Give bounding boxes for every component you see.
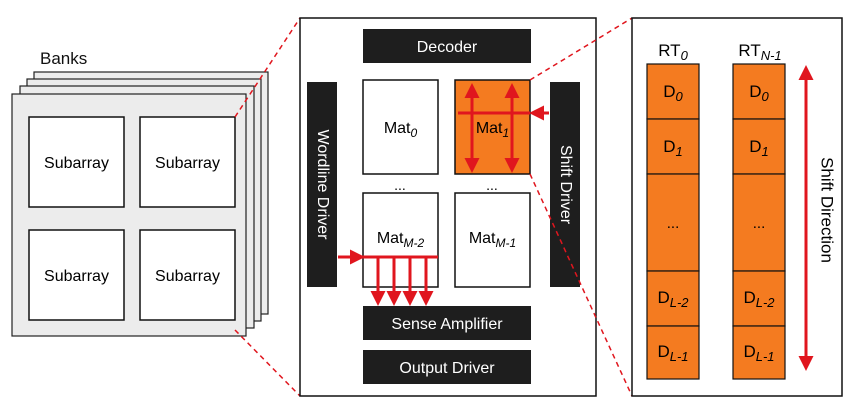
wordline-driver-label: Wordline Driver — [314, 130, 331, 241]
mat-0-base: Mat — [384, 120, 411, 137]
sense-amplifier-block — [363, 306, 531, 340]
subarray-label-1: Subarray — [44, 155, 109, 172]
rt-0-domain-l-2 — [646, 270, 700, 327]
rt-n-1-d1-label: D1 — [749, 137, 769, 159]
rt-n-1-dl2-label: DL-2 — [743, 288, 775, 310]
rt-n-1-dl2-base: D — [743, 288, 755, 307]
rt-n-1-d0-base: D — [749, 82, 761, 101]
subarray-box-1 — [28, 116, 125, 208]
mat-m-2-sub: M-2 — [404, 236, 425, 250]
zoom-line-bottom-right — [529, 173, 633, 397]
rt-0-d1-sub: 1 — [676, 144, 683, 159]
rt-0-d1-base: D — [663, 137, 675, 156]
zoom-line-bottom-left — [234, 329, 301, 397]
rt-n-1-d1-base: D — [749, 137, 761, 156]
rt-n-1-dmid-label: ... — [753, 215, 766, 232]
rt-n-1-label: RTN-1 — [738, 41, 781, 63]
rt-0-dl2-base: D — [657, 288, 669, 307]
mat-m-2-label: MatM-2 — [377, 230, 425, 250]
zoom-line-top-left — [234, 17, 301, 118]
rt-0-dl2-sub: L-2 — [670, 295, 690, 310]
rt-0-base: RT — [658, 41, 680, 60]
ellipsis-right: ... — [486, 177, 498, 193]
rt-0-label: RT0 — [658, 41, 688, 63]
mat-0-sub: 0 — [410, 126, 417, 140]
mat-m-1-base: Mat — [469, 230, 496, 247]
subarray-label-2: Subarray — [155, 155, 220, 172]
mat-1-base: Mat — [476, 120, 503, 137]
mat-m-1-label: MatM-1 — [469, 230, 516, 250]
rt-n-1-domain-0 — [732, 63, 786, 120]
rt-n-1-domain-l-1 — [732, 325, 786, 380]
banks-group: Banks Subarray Subarray Subarray Subarra… — [11, 49, 269, 337]
subarray-box-3 — [28, 229, 125, 321]
rt-0-d0-label: D0 — [663, 82, 683, 104]
sense-amplifier-label: Sense Amplifier — [391, 316, 503, 333]
subarray-label-4: Subarray — [155, 268, 220, 285]
racetrack-panel: RT0 RTN-1 D0 D1 ... DL-2 DL-1 D0 D1 ... … — [631, 17, 843, 397]
banks-label: Banks — [40, 49, 87, 68]
rt-n-1-dl1-label: DL-1 — [743, 342, 774, 364]
rt-0-dl1-sub: L-1 — [670, 349, 689, 364]
rt-0-sub: 0 — [681, 48, 689, 63]
zoom-line-top-right — [529, 17, 633, 81]
mat-m-1-sub: M-1 — [496, 236, 517, 250]
rt-0-domain-mid — [646, 173, 700, 272]
subarray-label-3: Subarray — [44, 268, 109, 285]
rt-0-d0-base: D — [663, 82, 675, 101]
ellipsis-left: ... — [394, 177, 406, 193]
subarray-box-2 — [139, 116, 236, 208]
wordline-driver-block — [307, 82, 337, 287]
rt-n-1-d1-sub: 1 — [762, 144, 769, 159]
subarray-box-4 — [139, 229, 236, 321]
mat-0-label: Mat0 — [384, 120, 418, 140]
mat-m-1-box — [454, 192, 531, 288]
rt-n-1-domain-1 — [732, 118, 786, 175]
rt-0-dl2-label: DL-2 — [657, 288, 689, 310]
rt-n-1-dl1-base: D — [743, 342, 755, 361]
rt-n-1-sub: N-1 — [761, 48, 782, 63]
shift-direction-label: Shift Direction — [818, 157, 837, 263]
decoder-label: Decoder — [417, 39, 478, 56]
rt-0-dmid-label: ... — [667, 215, 680, 232]
decoder-block — [363, 29, 531, 63]
rt-n-1-d0-label: D0 — [749, 82, 769, 104]
output-driver-label: Output Driver — [399, 360, 495, 377]
rt-0-domain-1 — [646, 118, 700, 175]
rt-0-dl1-label: DL-1 — [657, 342, 688, 364]
output-driver-block — [363, 350, 531, 384]
mat-1-sub: 1 — [502, 126, 509, 140]
rt-0-d0-sub: 0 — [676, 89, 684, 104]
rt-0-dl1-base: D — [657, 342, 669, 361]
mat-panel: Decoder Wordline Driver Shift Driver Mat… — [299, 17, 597, 397]
shift-driver-label: Shift Driver — [557, 145, 574, 225]
mat-0-box — [362, 79, 439, 175]
shift-driver-block — [550, 82, 580, 287]
rt-n-1-base: RT — [738, 41, 760, 60]
rt-0-domain-l-1 — [646, 325, 700, 380]
rt-n-1-dl2-sub: L-2 — [756, 295, 776, 310]
rt-n-1-d0-sub: 0 — [762, 89, 770, 104]
rt-0-d1-label: D1 — [663, 137, 683, 159]
mat-m-2-base: Mat — [377, 230, 404, 247]
rt-n-1-dl1-sub: L-1 — [756, 349, 775, 364]
rt-0-domain-0 — [646, 63, 700, 120]
